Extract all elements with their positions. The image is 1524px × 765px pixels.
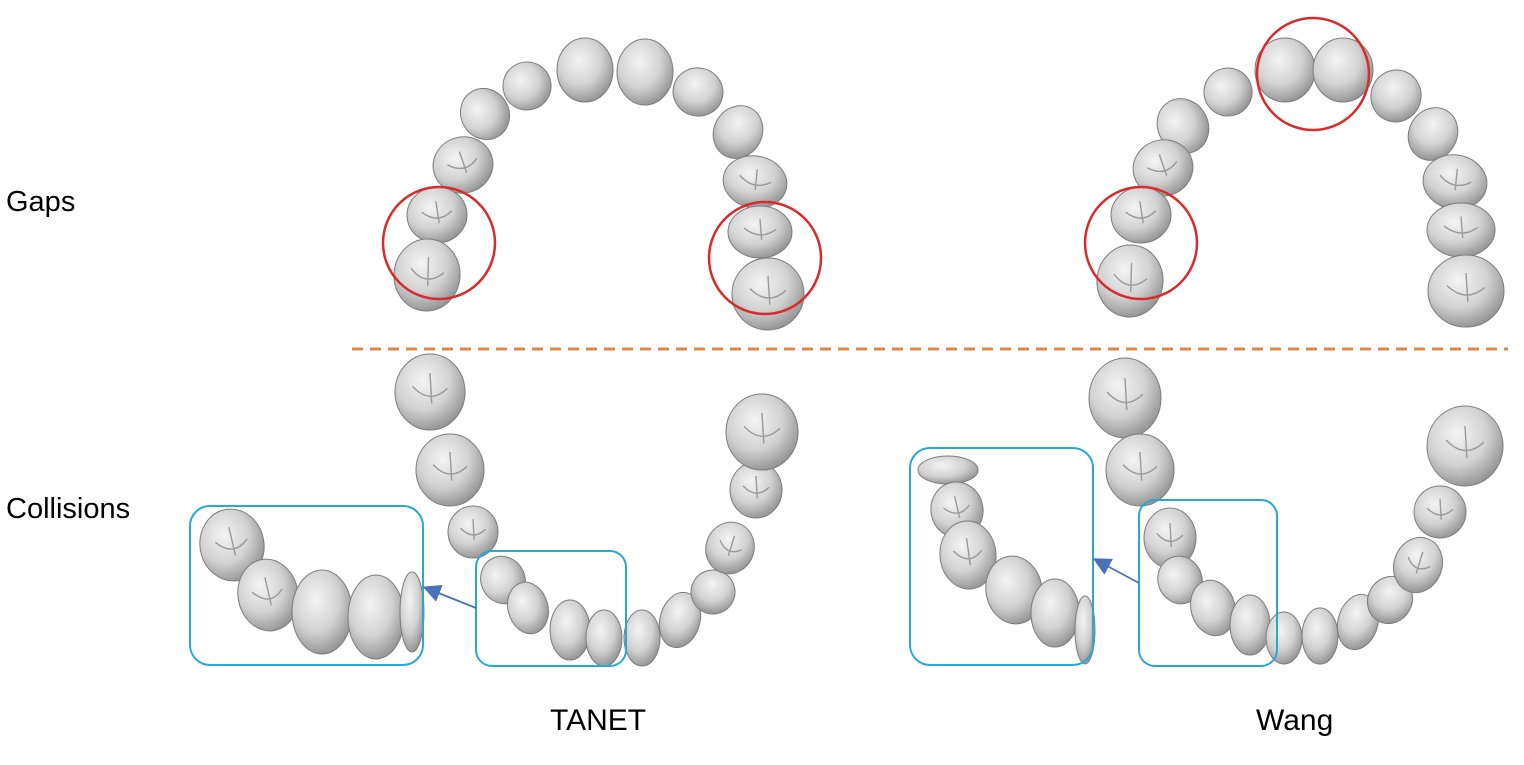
tooth xyxy=(658,591,702,649)
gap-circle-tanet-left xyxy=(381,185,497,301)
tooth xyxy=(432,136,494,194)
tooth-zoomed xyxy=(917,455,979,485)
tooth xyxy=(727,205,793,259)
gap-circle-wang-left xyxy=(1083,185,1199,301)
tooth xyxy=(1229,594,1271,656)
tooth xyxy=(502,61,552,111)
tooth xyxy=(415,433,485,507)
tooth xyxy=(1392,536,1444,594)
tooth xyxy=(729,461,783,519)
tooth-zoomed xyxy=(347,574,405,660)
tooth xyxy=(1096,244,1164,318)
gap-circle-wang-top xyxy=(1255,16,1371,132)
tooth xyxy=(1265,611,1303,665)
tooth xyxy=(1312,37,1374,103)
tooth-zoomed xyxy=(199,508,265,582)
collision-box-tanet-small xyxy=(475,550,627,667)
tooth xyxy=(394,353,466,431)
tooth xyxy=(1157,555,1203,605)
tanet-upper-arch xyxy=(393,37,805,331)
tooth xyxy=(1427,254,1505,328)
tooth xyxy=(731,257,805,331)
zoom-arrow-wang xyxy=(1092,558,1140,584)
tooth xyxy=(712,105,764,159)
tooth xyxy=(406,186,468,244)
tooth xyxy=(1413,485,1467,539)
tooth xyxy=(549,599,591,661)
row-label-collisions: Collisions xyxy=(6,493,131,525)
tooth xyxy=(507,581,549,635)
tooth xyxy=(459,87,511,141)
tooth-zoomed xyxy=(291,569,353,655)
tooth-zoomed xyxy=(399,571,425,653)
tooth xyxy=(705,521,755,575)
tooth xyxy=(1301,607,1339,665)
tooth xyxy=(1426,202,1496,258)
tooth xyxy=(672,67,724,117)
tooth xyxy=(1156,98,1210,154)
tooth xyxy=(1190,579,1236,637)
tooth xyxy=(1370,69,1422,123)
zoom-arrow-tanet xyxy=(422,584,477,609)
wang-lower-arch xyxy=(1088,357,1504,665)
tooth xyxy=(1105,433,1175,507)
tanet-zoom-teeth xyxy=(199,508,425,660)
tooth-zoomed xyxy=(1030,578,1080,648)
tooth xyxy=(616,38,674,106)
tanet-lower-arch xyxy=(394,353,799,667)
tooth xyxy=(1088,357,1162,439)
tooth xyxy=(1407,107,1459,161)
wang-upper-arch xyxy=(1096,37,1505,328)
tooth xyxy=(447,505,499,559)
wang-zoom-teeth xyxy=(917,455,1096,665)
gap-circle-tanet-right xyxy=(707,200,823,316)
row-label-gaps: Gaps xyxy=(6,186,76,218)
method-label-wang: Wang xyxy=(1256,704,1334,737)
tooth xyxy=(585,609,623,667)
tooth xyxy=(725,393,799,471)
tooth xyxy=(556,37,614,103)
tooth-zoomed xyxy=(939,520,997,590)
collision-box-wang-zoom xyxy=(909,447,1094,666)
tooth-zoomed xyxy=(1074,595,1096,665)
tooth xyxy=(623,609,661,667)
tooth xyxy=(1203,67,1253,117)
tooth xyxy=(393,238,461,312)
method-label-tanet: TANET xyxy=(550,704,647,737)
tooth xyxy=(1426,405,1504,487)
